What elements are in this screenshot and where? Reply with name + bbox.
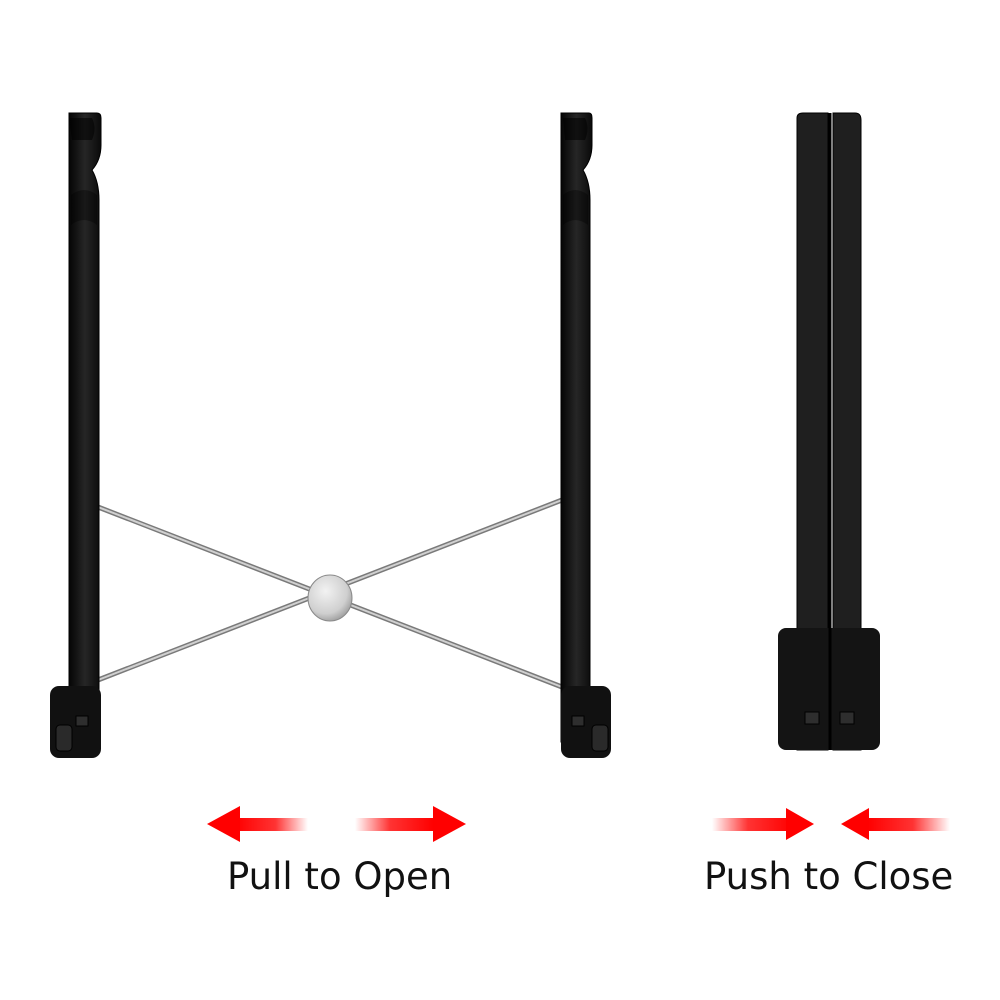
left-leg [50, 112, 102, 758]
arrow-right-icon [355, 806, 466, 842]
push-to-close-label: Push to Close [704, 855, 954, 898]
open-arrows [207, 806, 466, 842]
arrow-left-icon [207, 806, 308, 842]
close-arrows [712, 808, 950, 840]
pivot-hub [307, 574, 353, 622]
closed-stand [778, 112, 880, 751]
open-stand [50, 112, 611, 758]
right-leg [560, 112, 611, 758]
arrow-right-icon [712, 808, 814, 840]
arrow-left-icon [841, 808, 950, 840]
pull-to-open-label: Pull to Open [227, 855, 453, 898]
